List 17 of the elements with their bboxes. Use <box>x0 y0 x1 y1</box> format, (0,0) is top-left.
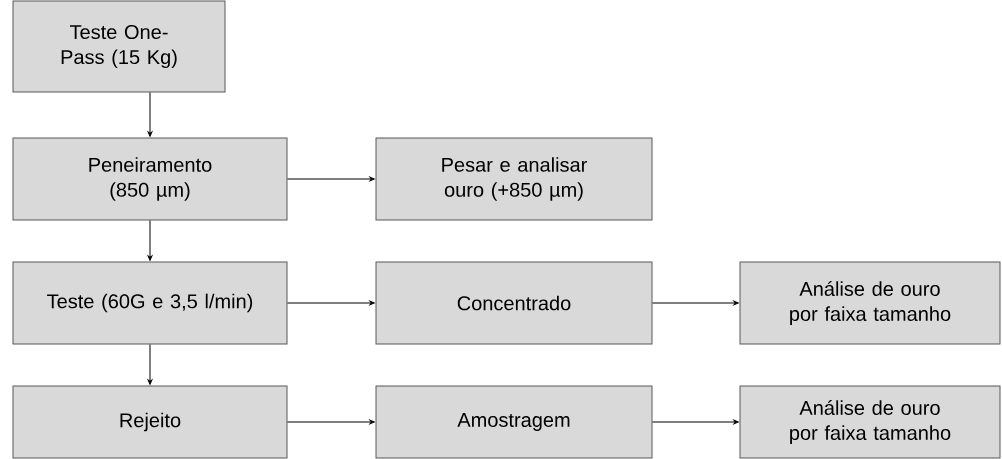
process-box: Concentrado <box>375 261 653 345</box>
process-box: Análise de ouro por faixa tamanho <box>739 261 1001 345</box>
process-box: Peneiramento (850 µm) <box>12 137 288 221</box>
arrow <box>287 419 375 425</box>
arrow <box>287 300 375 306</box>
arrow <box>652 419 739 425</box>
arrow <box>652 300 739 306</box>
arrow <box>147 220 153 261</box>
process-box: Rejeito <box>12 385 288 459</box>
process-box: Pesar e analisar ouro (+850 µm) <box>375 137 653 221</box>
arrow <box>287 176 375 182</box>
process-box: Análise de ouro por faixa tamanho <box>739 385 1001 459</box>
process-box: Teste One-Pass (15 Kg) <box>12 0 226 93</box>
process-box: Amostragem <box>375 385 653 459</box>
arrow <box>147 92 153 137</box>
process-box: Teste (60G e 3,5 l/min) <box>12 261 288 345</box>
arrow <box>147 344 153 385</box>
